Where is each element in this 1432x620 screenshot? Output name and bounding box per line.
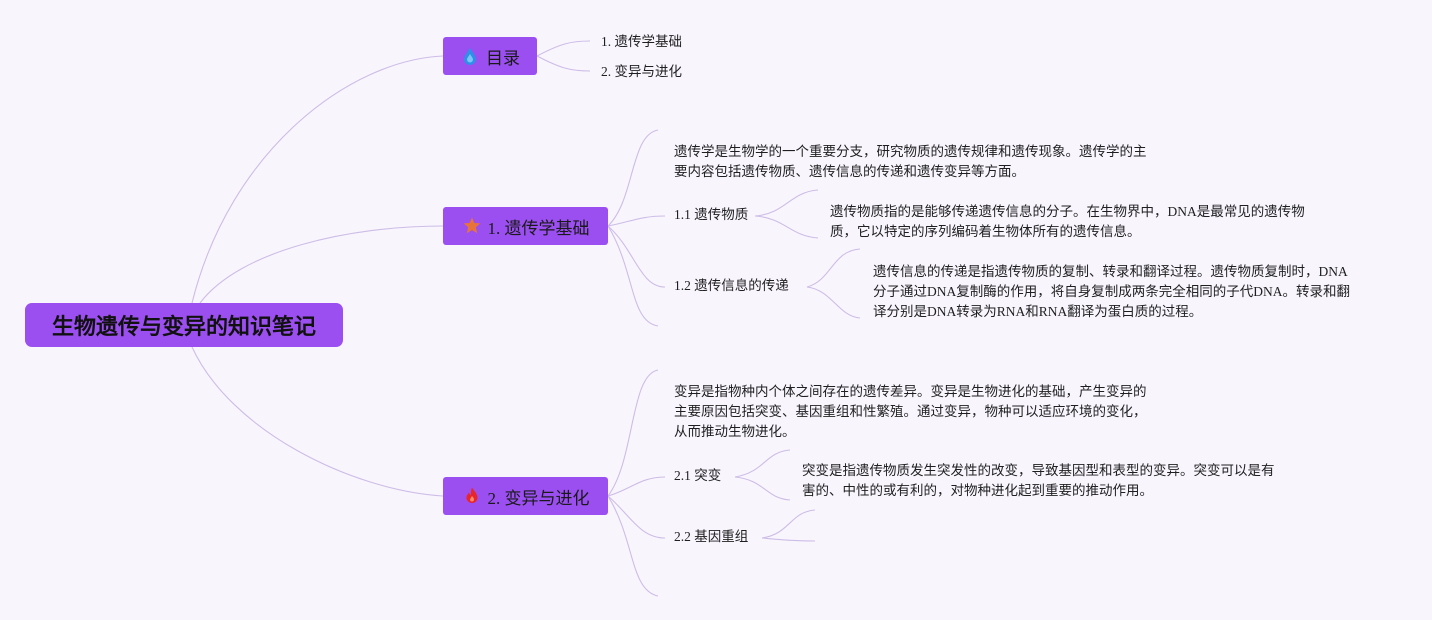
connector-sub11-text-bottom — [754, 215, 819, 239]
genetic-material-text[interactable]: 遗传物质指的是能够传递遗传信息的分子。在生物界中，DNA是最常见的遗传物 质，它… — [830, 202, 1305, 242]
connector-genetics-intro — [607, 129, 659, 227]
connector-toc-item2 — [536, 55, 591, 72]
genetics-intro[interactable]: 遗传学是生物学的一个重要分支，研究物质的遗传规律和遗传现象。遗传学的主 要内容包… — [674, 142, 1147, 182]
toc-item-genetics[interactable]: 1. 遗传学基础 — [601, 34, 682, 49]
connector-variation-sub1 — [607, 476, 666, 497]
variation-intro[interactable]: 变异是指物种内个体之间存在的遗传差异。变异是生物进化的基础，产生变异的 主要原因… — [674, 382, 1147, 442]
connector-sub21-text-bottom — [734, 476, 791, 501]
genetic-transfer-line: 译分别是DNA转录为RNA和RNA翻译为蛋白质的过程。 — [873, 304, 1203, 319]
subtopic-genetic-material[interactable]: 1.1 遗传物质 — [674, 207, 749, 222]
connector-sub21-text-top — [734, 449, 791, 478]
genetics-intro-line: 要内容包括遗传物质、遗传信息的传递和遗传变异等方面。 — [674, 164, 1025, 179]
genetic-material-line: 遗传物质指的是能够传递遗传信息的分子。在生物界中，DNA是最常见的遗传物 — [830, 204, 1305, 219]
connector-variation-end — [607, 495, 659, 597]
connector-genetics-sub1 — [607, 215, 666, 227]
subtopic-genetic-transfer[interactable]: 1.2 遗传信息的传递 — [674, 278, 789, 293]
topic-genetics[interactable]: 1. 遗传学基础 — [443, 207, 608, 245]
connector-sub11-text-top — [754, 189, 819, 217]
connector-root-toc — [191, 55, 444, 304]
genetic-transfer-line: 遗传信息的传递是指遗传物质的复制、转录和翻译过程。遗传物质复制时，DNA — [873, 264, 1348, 279]
genetics-intro-line: 遗传学是生物学的一个重要分支，研究物质的遗传规律和遗传现象。遗传学的主 — [674, 144, 1147, 159]
topic-toc-label: 目录 — [486, 48, 520, 68]
connector-sub12-text-bottom — [806, 286, 861, 319]
connector-genetics-sub2 — [607, 225, 666, 288]
variation-intro-line: 主要原因包括突变、基因重组和性繁殖。通过变异，物种可以适应环境的变化， — [674, 404, 1147, 419]
genetic-material-line: 质，它以特定的序列编码着生物体所有的遗传信息。 — [830, 224, 1141, 239]
mutation-line: 突变是指遗传物质发生突发性的改变，导致基因型和表型的变异。突变可以是有 — [802, 463, 1275, 478]
connector-sub22-bottom — [761, 537, 816, 542]
connector-variation-intro — [607, 369, 659, 497]
topic-toc[interactable]: 目录 — [443, 37, 537, 75]
connector-genetics-end — [607, 225, 659, 327]
root-title: 生物遗传与变异的知识笔记 — [51, 315, 316, 340]
star-icon — [462, 216, 482, 236]
connector-variation-sub2 — [607, 495, 666, 539]
connector-sub12-text-top — [806, 248, 861, 288]
subtopic-mutation[interactable]: 2.1 突变 — [674, 468, 722, 483]
variation-intro-line: 变异是指物种内个体之间存在的遗传差异。变异是生物进化的基础，产生变异的 — [674, 384, 1147, 399]
mutation-text[interactable]: 突变是指遗传物质发生突发性的改变，导致基因型和表型的变异。突变可以是有 害的、中… — [802, 461, 1275, 501]
topic-genetics-label: 1. 遗传学基础 — [487, 218, 590, 238]
variation-intro-line: 从而推动生物进化。 — [674, 424, 796, 439]
fire-icon — [462, 486, 482, 506]
connector-root-variation — [191, 346, 444, 497]
topic-variation[interactable]: 2. 变异与进化 — [443, 477, 608, 515]
connector-root-genetics — [199, 225, 444, 304]
topic-variation-label: 2. 变异与进化 — [487, 488, 590, 508]
root-topic[interactable]: 生物遗传与变异的知识笔记 — [25, 303, 343, 347]
water-drop-icon — [460, 46, 480, 66]
toc-item-variation[interactable]: 2. 变异与进化 — [601, 64, 682, 79]
genetic-transfer-line: 分子通过DNA复制酶的作用，将自身复制成两条完全相同的子代DNA。转录和翻 — [873, 284, 1350, 299]
subtopic-recombination[interactable]: 2.2 基因重组 — [674, 529, 749, 544]
mutation-line: 害的、中性的或有利的，对物种进化起到重要的推动作用。 — [802, 483, 1153, 498]
connector-sub22-top — [761, 509, 816, 539]
genetic-transfer-text[interactable]: 遗传信息的传递是指遗传物质的复制、转录和翻译过程。遗传物质复制时，DNA 分子通… — [873, 262, 1350, 322]
connector-toc-item1 — [536, 40, 591, 57]
